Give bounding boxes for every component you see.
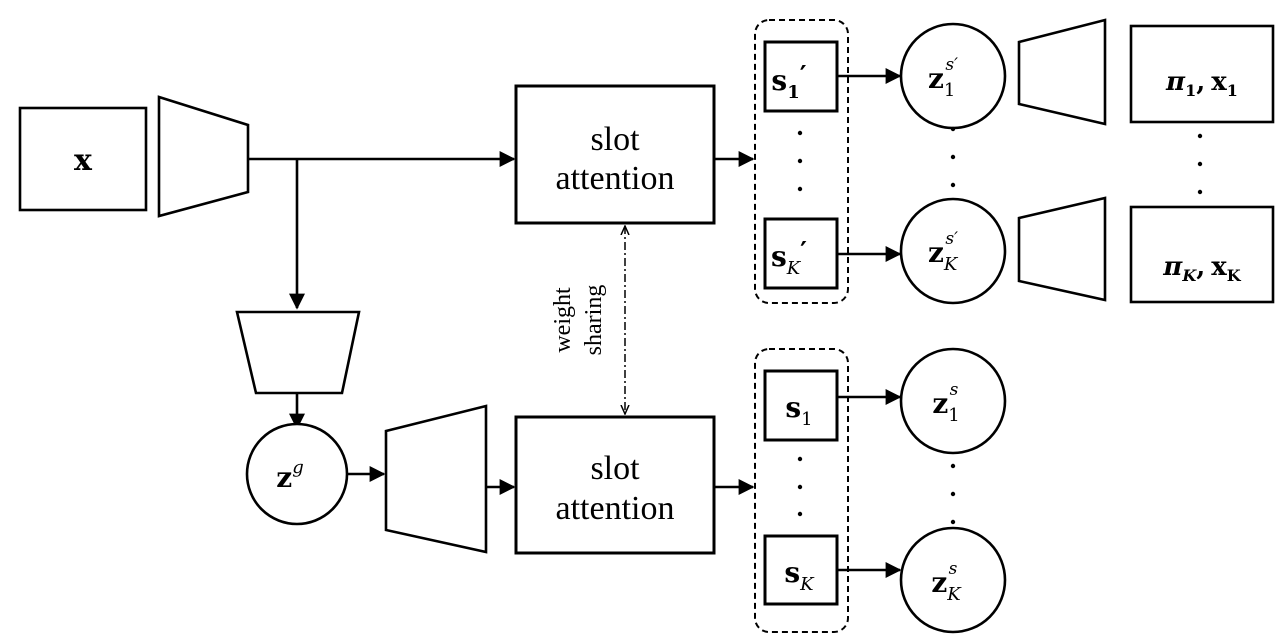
slot-bottom-dot-3 (797, 511, 803, 517)
slot-bottom-dot-2 (797, 484, 803, 490)
input-label: x (74, 143, 93, 178)
latent-top-1 (899, 22, 1007, 130)
slot-attention-bottom (514, 415, 716, 555)
slot-attention-bottom-line2: attention (556, 490, 675, 527)
slot-bottom-1 (763, 369, 839, 442)
slot-top-k-label: sK′ (771, 237, 807, 279)
slot-top-dot-2 (797, 158, 803, 164)
global-decoder-trapezoid (384, 404, 488, 554)
latent-bottom-k (899, 526, 1007, 634)
weight-sharing-line1: weight (550, 287, 576, 353)
slot-bottom-dot-1 (797, 456, 803, 462)
latent-top-k-label: zKs′ (928, 229, 959, 275)
slot-top-k (763, 217, 839, 290)
latent-top-dot-1 (950, 126, 956, 132)
latent-bottom-dot-1 (950, 463, 956, 469)
slot-top-dot-3 (797, 186, 803, 192)
slot-group-bottom (754, 348, 849, 633)
weight-sharing-line2: sharing (581, 285, 607, 356)
latent-top-dot-3 (950, 182, 956, 188)
slot-top-dot-1 (797, 130, 803, 136)
latent-bottom-dot-3 (950, 519, 956, 525)
encoder-trapezoid (157, 95, 250, 218)
slot-bottom-k-label: sK (784, 556, 815, 595)
global-encoder-trapezoid (235, 310, 361, 395)
latent-bottom-k-label: zKs (931, 559, 962, 605)
latent-bottom-1 (899, 347, 1007, 455)
latent-top-1-label: z1s′ (928, 55, 958, 101)
input-box (18, 106, 148, 212)
output-k-label: πK,xK (1162, 252, 1242, 285)
output-dot-1 (1197, 133, 1203, 139)
slot-decoder-1 (1017, 18, 1107, 126)
slot-group-top (754, 19, 849, 304)
slot-attention-bottom-line1: slot (590, 450, 640, 487)
latent-bottom-dot-2 (950, 491, 956, 497)
output-box-k (1129, 205, 1275, 304)
slot-bottom-1-label: s1 (785, 391, 812, 430)
slot-attention-top-line2: attention (556, 160, 675, 197)
output-dot-3 (1197, 189, 1203, 195)
slot-top-1 (763, 40, 839, 113)
slot-attention-top (514, 84, 716, 225)
slot-attention-top-line1: slot (590, 121, 640, 158)
output-dot-2 (1197, 161, 1203, 167)
slot-top-1-label: s1′ (771, 61, 806, 103)
output-1-label: π1,x1 (1165, 67, 1238, 100)
output-box-1 (1129, 24, 1275, 124)
slot-decoder-k (1017, 196, 1107, 302)
slot-bottom-k (763, 534, 839, 606)
latent-top-dot-2 (950, 154, 956, 160)
latent-bottom-1-label: z1s (932, 380, 959, 426)
latent-top-k (899, 197, 1007, 305)
global-latent-label: zg (276, 457, 303, 494)
